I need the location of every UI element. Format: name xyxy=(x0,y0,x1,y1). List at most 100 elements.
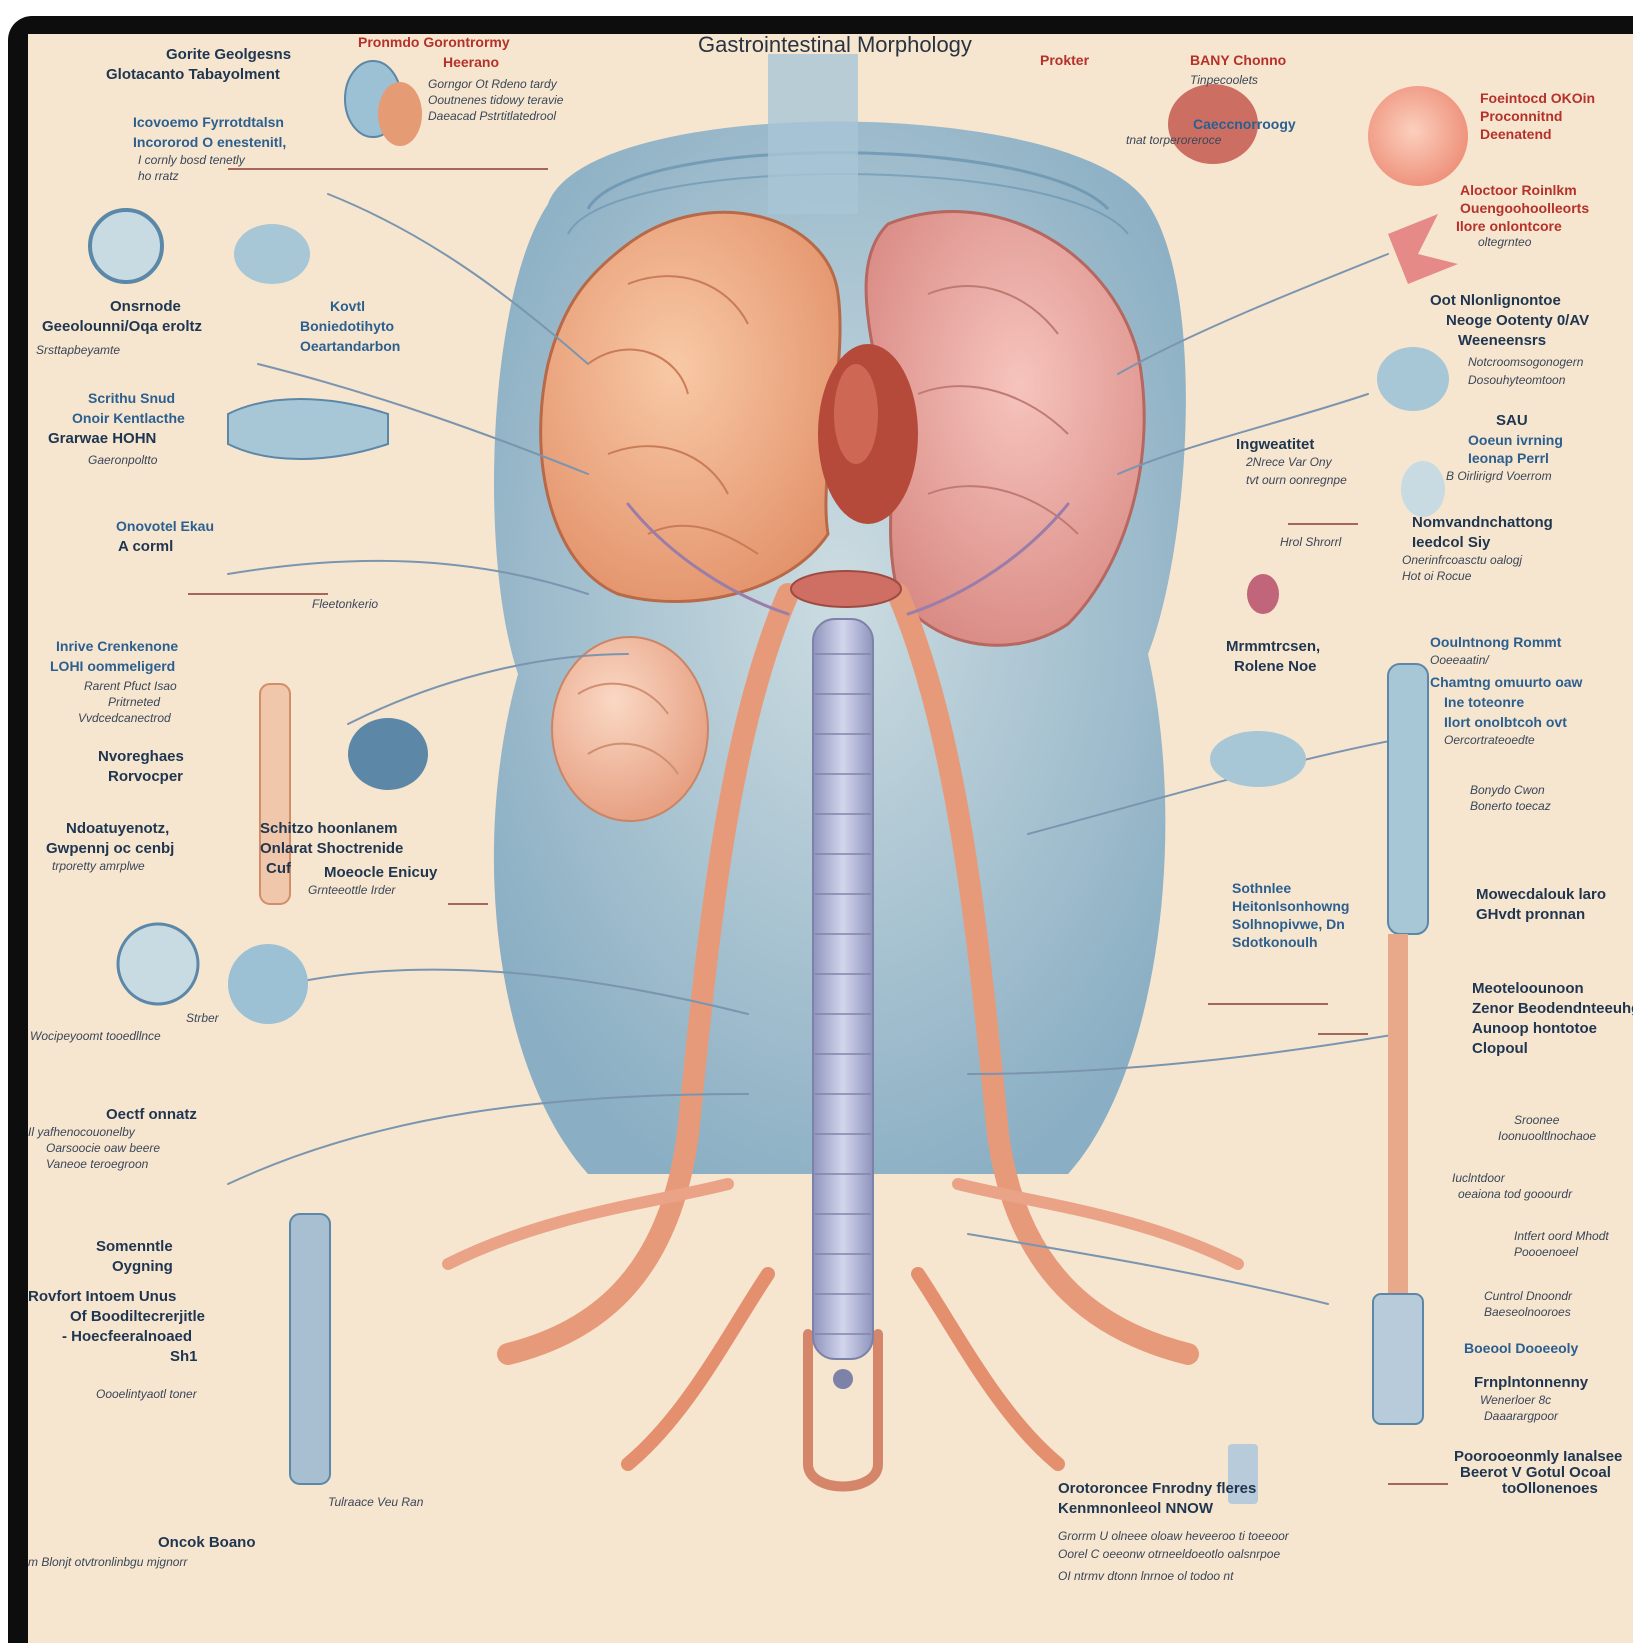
label: Nomvandnchattong xyxy=(1412,514,1553,531)
label: Ilore onlontcore xyxy=(1456,218,1562,234)
label: Geeolounni/Oqa eroltz xyxy=(42,318,202,335)
label: tnat torperoreroce xyxy=(1126,134,1221,148)
label: Sroonee xyxy=(1514,1114,1559,1128)
label: Zenor Beodendnteeuhg xyxy=(1472,1000,1633,1017)
label: Frnplntonnenny xyxy=(1474,1374,1588,1391)
label: Onoir Kentlacthe xyxy=(72,410,185,426)
label: B Oirlirigrd Voerrom xyxy=(1446,470,1552,484)
label: Hot oi Rocue xyxy=(1402,570,1471,584)
label: GHvdt pronnan xyxy=(1476,906,1585,923)
label: Wocipeyoomt tooedllnce xyxy=(30,1030,161,1044)
label: Onlarat Shoctrenide xyxy=(260,840,403,857)
label: ho rratz xyxy=(138,170,179,184)
label: Deenatend xyxy=(1480,126,1552,142)
label: Onerinfrcoasctu oalogj xyxy=(1402,554,1522,568)
label: Ieedcol Siy xyxy=(1412,534,1490,551)
label: Glotacanto Tabayolment xyxy=(106,66,280,83)
label: toOllonenoes xyxy=(1502,1480,1598,1497)
label: Baeseolnooroes xyxy=(1484,1306,1571,1320)
anatomy-poster: Gastrointestinal Morphology Gorite Geolg… xyxy=(28,34,1633,1643)
label: Chamtng omuurto oaw xyxy=(1430,674,1582,690)
label: Moeocle Enicuy xyxy=(324,864,437,881)
label: Weeneensrs xyxy=(1458,332,1546,349)
label: Hrol Shrorrl xyxy=(1280,536,1341,550)
label: Fleetonkerio xyxy=(312,598,378,612)
label: Ooutnenes tidowy teravie xyxy=(428,94,563,108)
label: Oeartandarbon xyxy=(300,338,400,354)
label: Tulraace Veu Ran xyxy=(328,1496,423,1510)
label: BANY Chonno xyxy=(1190,52,1286,68)
label: Tinpecoolets xyxy=(1190,74,1258,88)
label: Intfert oord Mhodt xyxy=(1514,1230,1609,1244)
label: Oarsoocie oaw beere xyxy=(46,1142,160,1156)
label: Rarent Pfuct Isao xyxy=(84,680,177,694)
label: Daeacad Pstrtitlatedrool xyxy=(428,110,556,124)
label: Bonydo Cwon xyxy=(1470,784,1545,798)
label: Kovtl xyxy=(330,298,365,314)
label: Gorite Geolgesns xyxy=(166,46,291,63)
heart xyxy=(818,344,918,524)
label: Oot Nlonlignontoe xyxy=(1430,292,1561,309)
label: Solhnopivwe, Dn xyxy=(1232,916,1345,932)
label: Onsrnode xyxy=(110,298,181,315)
label: Ioonuooltlnochaoe xyxy=(1498,1130,1596,1144)
label: m Blonjt otvtronlinbgu mjgnorr xyxy=(28,1556,187,1570)
label: Beerot V Gotul Ocoal xyxy=(1460,1464,1611,1481)
label: Grnteeottle Irder xyxy=(308,884,395,898)
label: Pronmdo Gorontrormy xyxy=(358,34,510,50)
label: Meoteloounoon xyxy=(1472,980,1584,997)
label: Gwpennj oc cenbj xyxy=(46,840,174,857)
label: Ilort onolbtcoh ovt xyxy=(1444,714,1567,730)
label: Dosouhyteomtoon xyxy=(1468,374,1565,388)
label: Grarwae HOHN xyxy=(48,430,156,447)
label: Foeintocd OKOin xyxy=(1480,90,1595,106)
label: Rovfort Intoem Unus xyxy=(28,1288,176,1305)
label: Oooelintyaotl toner xyxy=(96,1388,197,1402)
label: Oercortrateoedte xyxy=(1444,734,1535,748)
label: Sothnlee xyxy=(1232,880,1291,896)
label: Poorooeonmly Ianalsee xyxy=(1454,1448,1622,1465)
label: Pritrneted xyxy=(108,696,160,710)
label: Grorrm U olneee oloaw heveeroo ti toeeoo… xyxy=(1058,1530,1289,1544)
label: Sdotkonoulh xyxy=(1232,934,1318,950)
label: Kenmnonleeol NNOW xyxy=(1058,1500,1213,1517)
label: Cuntrol Dnoondr xyxy=(1484,1290,1572,1304)
label: Vaneoe teroegroon xyxy=(46,1158,148,1172)
label: Nvoreghaes xyxy=(98,748,184,765)
stomach xyxy=(552,637,708,821)
label: Strber xyxy=(186,1012,219,1026)
label: 2Nrece Var Ony xyxy=(1246,456,1332,470)
label: Oncok Boano xyxy=(158,1534,256,1551)
label: Gorngor Ot Rdeno tardy xyxy=(428,78,557,92)
label: Vvdcedcanectrod xyxy=(78,712,171,726)
label: I cornly bosd tenetly xyxy=(138,154,245,168)
label: Poooenoeel xyxy=(1514,1246,1578,1260)
label: Rorvocper xyxy=(108,768,183,785)
label: Aloctoor Roinlkm xyxy=(1460,182,1577,198)
label: Prokter xyxy=(1040,52,1089,68)
label: Proconnitnd xyxy=(1480,108,1562,124)
label: Ndoatuyenotz, xyxy=(66,820,169,837)
label: SAU xyxy=(1496,412,1528,429)
label: Of Boodiltecrerjitle xyxy=(70,1308,205,1325)
label: Mowecdalouk laro xyxy=(1476,886,1606,903)
label: oltegrnteo xyxy=(1478,236,1531,250)
label: Srsttapbeyamte xyxy=(36,344,120,358)
label: Onovotel Ekau xyxy=(116,518,214,534)
label: OI ntrmv dtonn lnrnoe ol todoo nt xyxy=(1058,1570,1233,1584)
label: Ingweatitet xyxy=(1236,436,1314,453)
label: Ine toteonre xyxy=(1444,694,1524,710)
label: Scrithu Snud xyxy=(88,390,175,406)
label: Inrive Crenkenone xyxy=(56,638,178,654)
label: Sh1 xyxy=(170,1348,198,1365)
label: Gaeronpoltto xyxy=(88,454,157,468)
poster-title: Gastrointestinal Morphology xyxy=(698,34,972,58)
label: Icovoemo Fyrrotdtalsn xyxy=(133,114,284,130)
label: Ieonap Perrl xyxy=(1468,450,1549,466)
label: Heitonlsonhowng xyxy=(1232,898,1349,914)
label: Daaarargpoor xyxy=(1484,1410,1558,1424)
label: Bonerto toecaz xyxy=(1470,800,1551,814)
label: Ooeeaatin/ xyxy=(1430,654,1489,668)
label: Ooulntnong Rommt xyxy=(1430,634,1561,650)
label: Il yafhenocouonelby xyxy=(28,1126,135,1140)
